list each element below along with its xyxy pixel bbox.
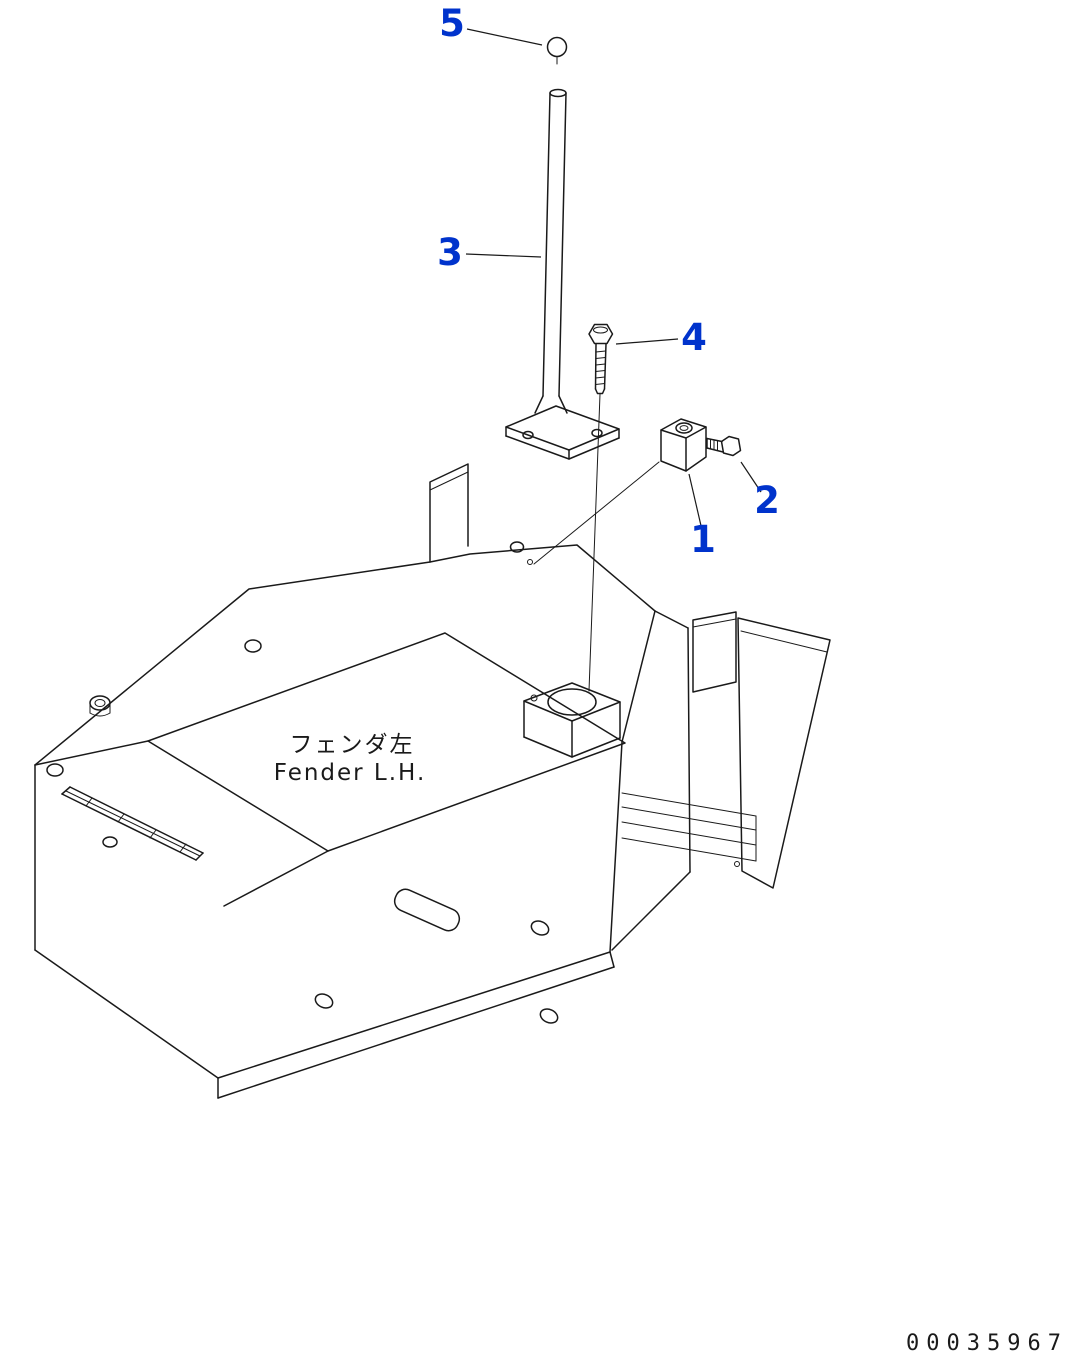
callout-4-leader [615, 338, 679, 345]
fender-hand-slot [393, 888, 461, 932]
document-number: 00035967 [906, 1331, 1068, 1356]
fender-mount-boss [523, 682, 621, 758]
callout-2-number[interactable]: 2 [754, 479, 780, 522]
callout-5: 5 [439, 2, 543, 46]
fender-side-strips [621, 792, 757, 867]
fender-label-jp: フェンダ左 [290, 732, 415, 758]
callout-5-number[interactable]: 5 [439, 2, 465, 45]
fender-right-tab [692, 611, 737, 693]
fender-bracket-holes [509, 541, 533, 565]
callout-2-leader [740, 461, 762, 493]
callout-1-leader [688, 473, 703, 531]
callout-3-leader [465, 253, 542, 258]
fender-front-details [314, 888, 559, 1024]
fender-top-holes [46, 639, 262, 848]
callout-4-number[interactable]: 4 [681, 316, 707, 359]
fender-top-tab [429, 463, 469, 563]
fender-side-plate [737, 617, 831, 889]
bolt-4-part [588, 323, 614, 692]
fender-step-handle [61, 786, 204, 861]
callout-5-leader [466, 28, 543, 46]
knob-part [546, 36, 568, 65]
callout-3: 3 [437, 231, 542, 274]
bolt-2-part [706, 435, 742, 457]
fender-label-en: Fender L.H. [274, 760, 427, 786]
callout-1: 1 [688, 473, 716, 561]
fender-grommet [89, 695, 111, 717]
fender-top-panel [147, 632, 626, 852]
fender-body [34, 463, 831, 1099]
bracket-part [533, 418, 707, 565]
callout-2: 2 [740, 461, 780, 522]
bolt-axis-line [588, 393, 601, 692]
callout-1-number[interactable]: 1 [690, 518, 716, 561]
callout-4: 4 [615, 316, 707, 359]
pole-part [505, 88, 620, 460]
callout-3-number[interactable]: 3 [437, 231, 463, 274]
